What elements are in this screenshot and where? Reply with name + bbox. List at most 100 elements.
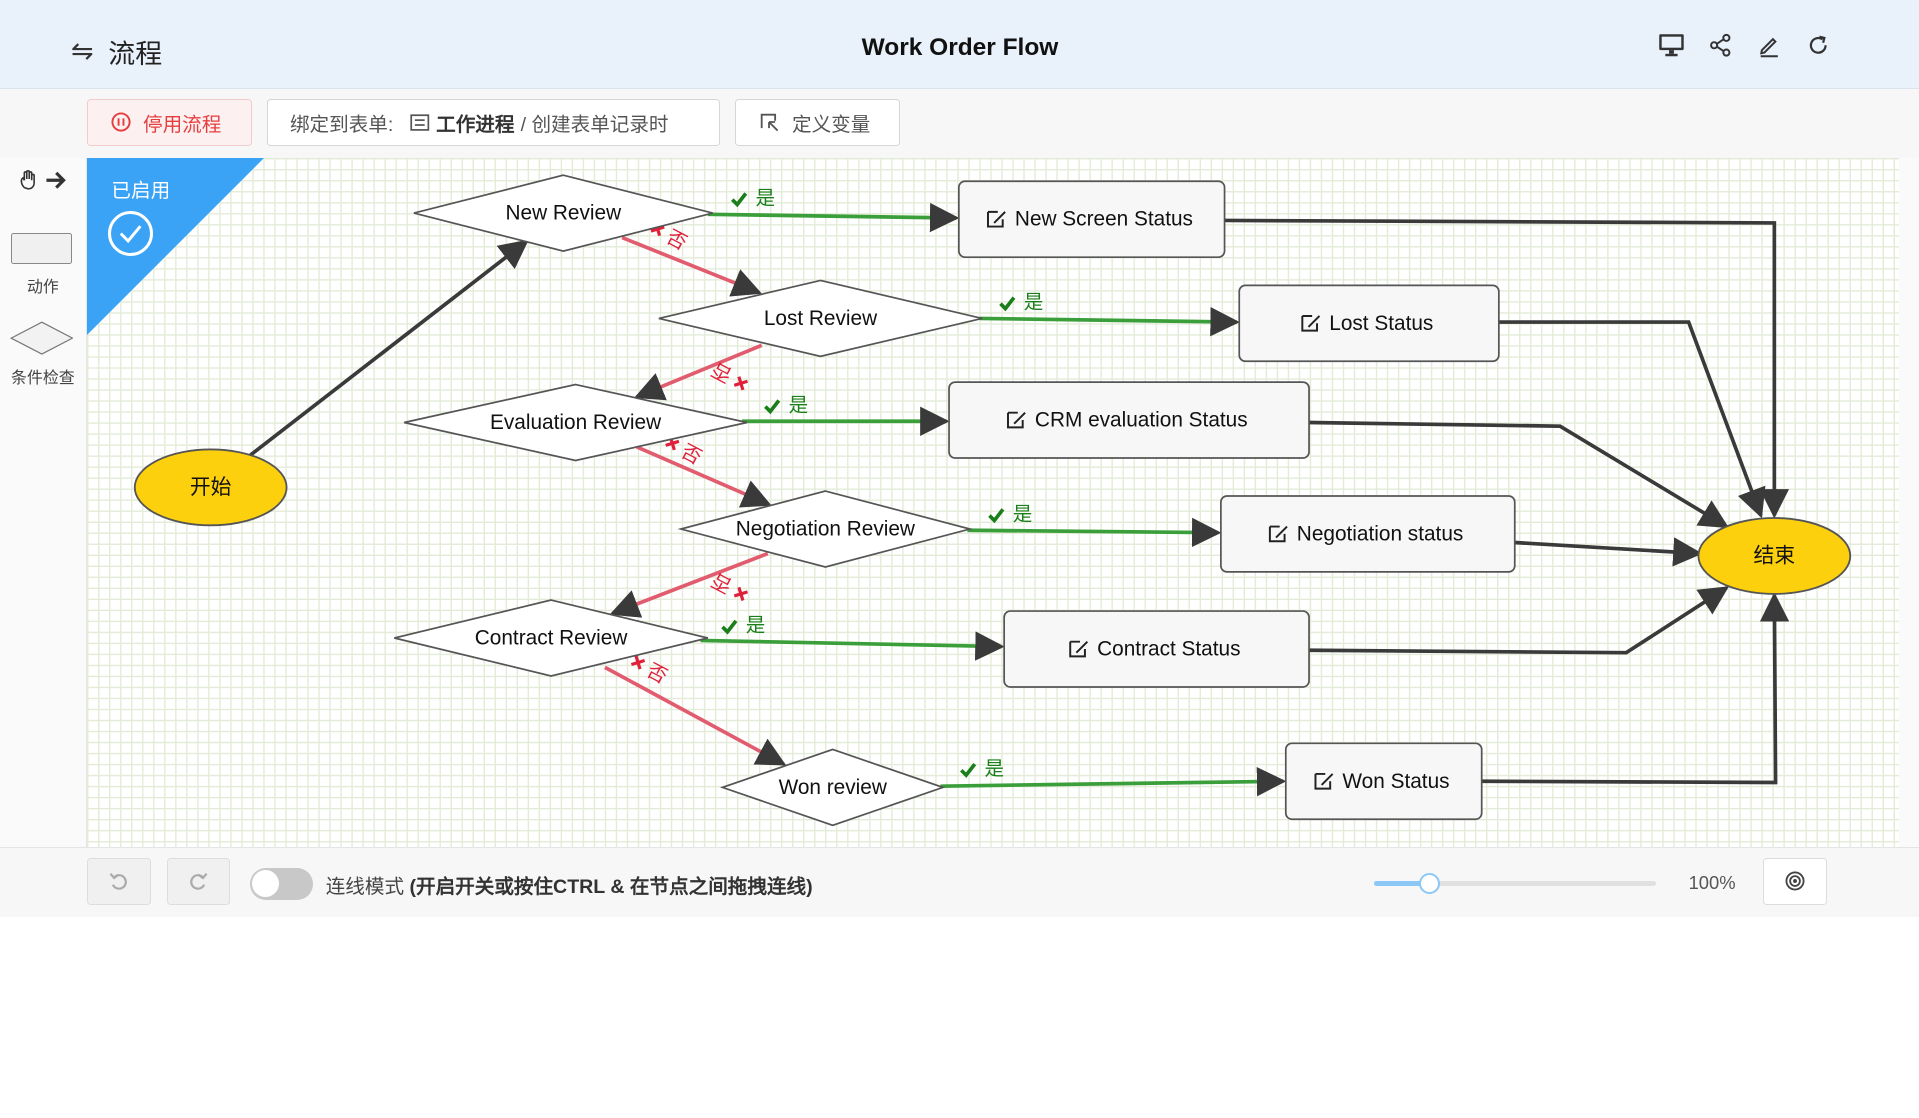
action-node[interactable] [1284, 742, 1483, 821]
arrow-right-icon[interactable] [44, 168, 68, 192]
check-circle-icon [107, 210, 153, 256]
zoom-slider[interactable] [1373, 872, 1656, 894]
yes-label: 是 [984, 758, 1004, 780]
edge-no-1[interactable] [621, 235, 762, 297]
bind-prefix: 绑定到表单: [289, 113, 394, 136]
start-node[interactable] [133, 448, 288, 527]
edit-icon [1006, 411, 1026, 429]
check-icon [988, 508, 1005, 524]
edge-no-2[interactable] [634, 343, 763, 401]
check-icon [764, 399, 781, 415]
no-label: 否 [663, 226, 691, 255]
edit-icon[interactable] [1751, 27, 1788, 64]
action-label: CRM evaluation Status [1035, 408, 1248, 431]
action-node[interactable] [957, 180, 1226, 258]
hand-icon[interactable] [17, 168, 41, 192]
node-palette: 动作 条件检查 [0, 157, 87, 848]
target-icon [1785, 871, 1805, 891]
edge-start-to-new-review[interactable] [248, 239, 529, 457]
cross-icon [630, 655, 646, 670]
define-variables-label: 定义变量 [791, 113, 871, 136]
cross-icon [733, 586, 748, 601]
connect-mode-text: 连线模式 (开启开关或按住CTRL & 在节点之间拖拽连线) [326, 870, 813, 899]
no-label: 否 [643, 660, 671, 689]
refresh-icon[interactable] [1800, 27, 1837, 64]
edge-yes-5[interactable] [700, 631, 1005, 661]
edge-action-6-to-end[interactable] [1481, 592, 1790, 785]
undo-button[interactable] [86, 858, 151, 905]
decision-node[interactable] [658, 279, 983, 358]
canvas-scrollbar[interactable] [1899, 157, 1919, 848]
end-node[interactable] [1697, 517, 1852, 595]
start-node-label: 开始 [190, 476, 232, 499]
edge-action-1-to-end[interactable] [1224, 218, 1789, 519]
zoom-slider-fill [1373, 881, 1431, 887]
undo-icon [109, 873, 127, 891]
end-node-label: 结束 [1753, 544, 1795, 567]
toggle-knob [252, 870, 280, 898]
define-variables-button[interactable]: 定义变量 [734, 99, 900, 146]
action-label: Won Status [1342, 770, 1449, 793]
status-label: 已启用 [111, 179, 171, 202]
zoom-slider-knob[interactable] [1419, 872, 1441, 894]
edge-no-5[interactable] [604, 665, 787, 766]
pause-circle-icon [111, 112, 131, 132]
action-label: Lost Status [1329, 312, 1433, 335]
list-icon [410, 114, 430, 131]
connect-mode-hint: (开启开关或按住CTRL & 在节点之间拖拽连线) [409, 876, 813, 899]
action-node[interactable] [1238, 284, 1500, 363]
page-title: Work Order Flow [861, 34, 1059, 62]
decision-label: Won review [779, 776, 888, 799]
edge-no-4[interactable] [609, 551, 769, 618]
action-node-label: 动作 [26, 279, 59, 297]
edge-action-5-to-end[interactable] [1308, 586, 1730, 655]
edge-action-3-to-end[interactable] [1308, 420, 1730, 529]
decision-node[interactable] [719, 748, 946, 827]
condition-node-shape[interactable] [9, 321, 74, 355]
connect-mode-label: 连线模式 [325, 876, 405, 899]
header-bar: ⇋ 流程 Work Order Flow [0, 0, 1919, 90]
yes-label: 是 [789, 394, 809, 416]
decision-label: Lost Review [764, 307, 878, 330]
yes-label: 是 [1013, 503, 1033, 525]
edge-action-4-to-end[interactable] [1514, 537, 1703, 567]
share-icon[interactable] [1702, 27, 1739, 64]
bind-form-name: 工作进程 [436, 113, 515, 136]
action-node-shape[interactable] [11, 232, 72, 265]
redo-icon [190, 873, 208, 891]
condition-node-label: 条件检查 [11, 369, 75, 387]
desktop-icon[interactable] [1653, 27, 1690, 64]
edge-action-2-to-end[interactable] [1498, 320, 1766, 519]
action-label: Negotiation status [1297, 522, 1463, 545]
check-icon [959, 762, 977, 778]
redo-button[interactable] [166, 858, 231, 905]
back-button[interactable]: ⇋ 流程 [71, 32, 162, 71]
action-node[interactable] [1219, 495, 1516, 573]
decision-node[interactable] [394, 599, 708, 677]
edge-yes-6[interactable] [940, 766, 1287, 797]
check-icon [730, 192, 748, 208]
edit-icon [1314, 772, 1334, 790]
disable-flow-button[interactable]: 停用流程 [86, 99, 253, 146]
check-icon [721, 619, 738, 635]
edge-yes-4[interactable] [967, 517, 1222, 548]
back-label: 流程 [108, 38, 163, 69]
action-node[interactable] [1003, 610, 1310, 688]
connect-mode-toggle[interactable] [249, 867, 314, 900]
edge-no-3[interactable] [636, 445, 772, 508]
fit-view-button[interactable] [1763, 858, 1827, 905]
decision-label: Negotiation Review [736, 517, 916, 540]
decision-node[interactable] [403, 383, 748, 462]
decision-node[interactable] [677, 490, 974, 568]
no-label: 否 [708, 568, 736, 597]
decision-node[interactable] [413, 174, 713, 252]
edit-icon [1301, 314, 1321, 332]
edge-yes-2[interactable] [979, 306, 1240, 337]
action-node[interactable] [948, 381, 1310, 459]
check-icon [999, 296, 1016, 312]
edge-yes-1[interactable] [707, 202, 960, 233]
yes-label: 是 [756, 187, 776, 209]
bind-form-button[interactable]: 绑定到表单: 工作进程 / 创建表单记录时 [266, 99, 720, 146]
action-label: Contract Status [1097, 637, 1240, 660]
